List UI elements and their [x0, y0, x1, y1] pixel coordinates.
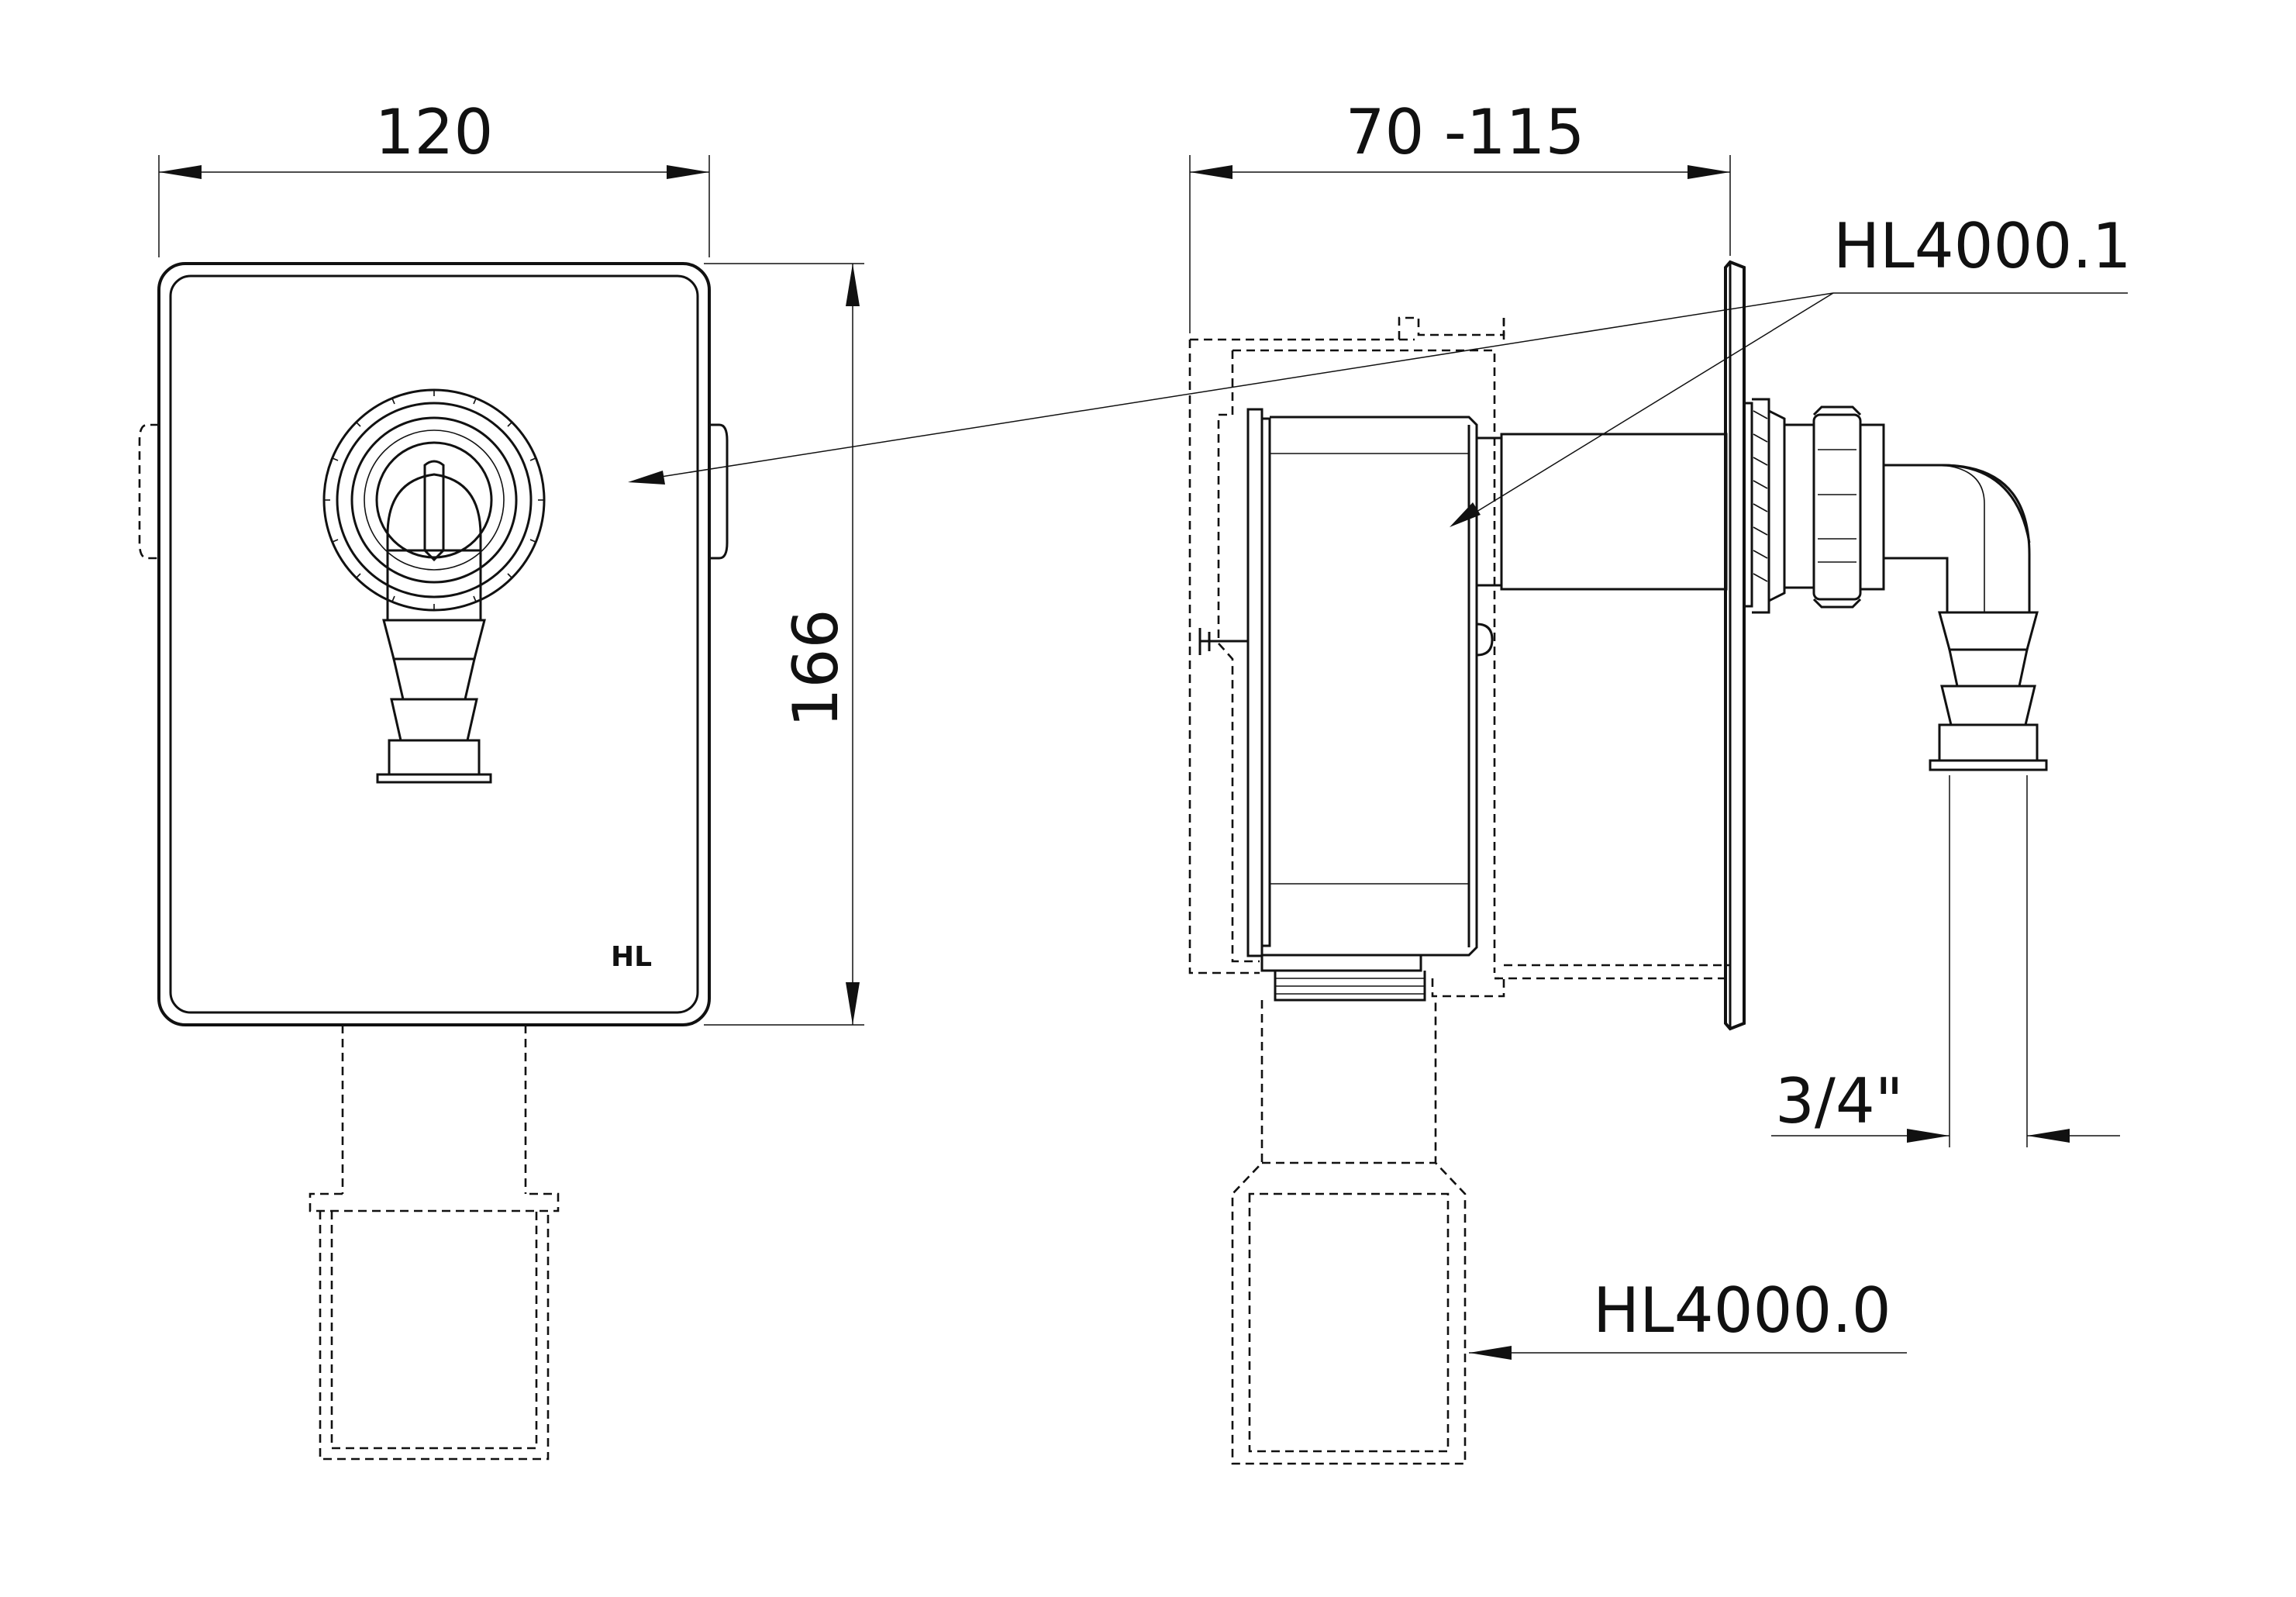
part-code-lower: HL4000.0 [1593, 1274, 1891, 1347]
dim-thread: 3/4" [1771, 775, 2120, 1147]
dim-label-70-115: 70 -115 [1346, 96, 1585, 168]
bottom-spigot [1260, 954, 1426, 1002]
drain-pipe-side [1231, 1000, 1467, 1465]
left-lug [138, 423, 159, 560]
cover-plate-outer [157, 262, 711, 1026]
front-view: HL 120 166 [138, 96, 864, 1461]
dim-label-120: 120 [375, 96, 494, 168]
part-label-lower: HL4000.0 [1469, 1274, 1907, 1360]
connector-tube [1475, 433, 1728, 591]
dim-depth-side: 70 -115 [1189, 96, 1731, 333]
side-view: 70 -115 3/4" [1188, 96, 2120, 1465]
part-label-upper: HL4000.1 [628, 210, 2132, 527]
drain-pipe-front [309, 1025, 560, 1461]
installation-box [1188, 316, 1730, 998]
outer-union [1743, 398, 1885, 614]
ring-nut [322, 388, 546, 612]
valve-spout [376, 460, 492, 784]
wall-flange [1724, 260, 1746, 1031]
trap-body [1198, 408, 1494, 957]
part-code-upper: HL4000.1 [1833, 210, 2132, 282]
logo-text: HL [611, 941, 652, 973]
dim-label-thread: 3/4" [1775, 1065, 1904, 1137]
right-lug [709, 423, 729, 560]
dim-height-front: 166 [704, 263, 864, 1026]
cover-plate-inner [169, 274, 699, 1014]
dim-label-166: 166 [780, 609, 852, 728]
dim-width-front: 120 [158, 96, 710, 257]
elbow-fitting [1884, 464, 2048, 771]
